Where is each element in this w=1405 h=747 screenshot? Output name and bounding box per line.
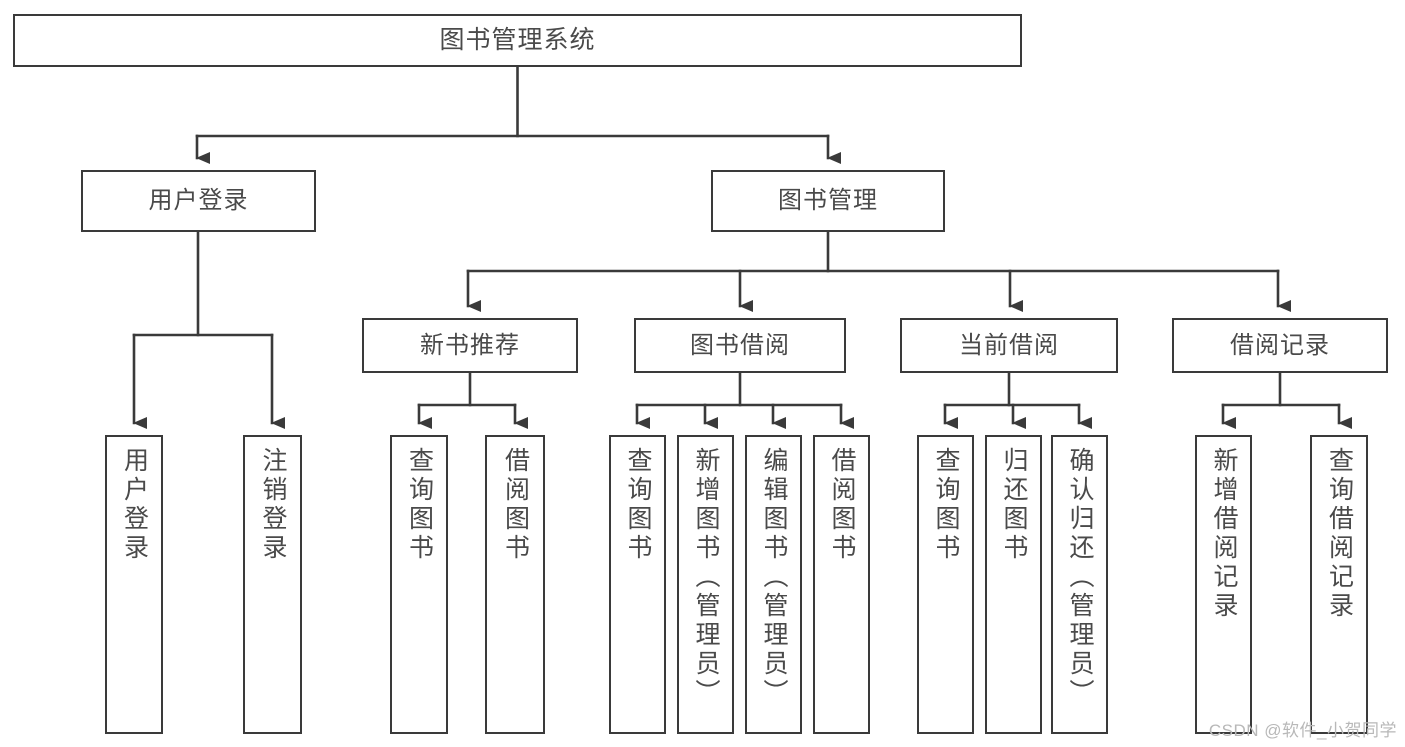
watermark: CSDN @软件_小贺同学	[1208, 721, 1397, 740]
leaf-add-book[interactable]: 新增图书（管理员）	[677, 435, 734, 734]
leaf-borrow-book-1-label: 借阅图书	[501, 447, 530, 563]
node-borrow-record-label: 借阅记录	[1230, 331, 1330, 359]
leaf-add-book-label: 新增图书（管理员）	[692, 447, 720, 708]
node-user-login[interactable]: 用户登录	[81, 170, 316, 232]
node-book-manage[interactable]: 图书管理	[711, 170, 945, 232]
node-new-book-recommend-label: 新书推荐	[420, 331, 520, 359]
leaf-query-book-2-label: 查询图书	[624, 447, 652, 563]
leaf-borrow-book-2-label: 借阅图书	[828, 447, 856, 563]
leaf-add-borrow-record-label: 新增借阅记录	[1210, 447, 1238, 621]
node-user-login-label: 用户登录	[148, 187, 249, 215]
leaf-return-book-label: 归还图书	[1000, 447, 1028, 563]
leaf-user-login[interactable]: 用户登录	[105, 435, 163, 734]
node-book-manage-label: 图书管理	[778, 187, 878, 215]
leaf-query-borrow-record-label: 查询借阅记录	[1325, 447, 1354, 621]
node-current-borrow[interactable]: 当前借阅	[900, 318, 1118, 373]
node-new-book-recommend[interactable]: 新书推荐	[362, 318, 578, 373]
leaf-query-book-3[interactable]: 查询图书	[917, 435, 974, 734]
leaf-borrow-book-2[interactable]: 借阅图书	[813, 435, 870, 734]
node-root-label: 图书管理系统	[439, 26, 596, 55]
node-book-borrow[interactable]: 图书借阅	[634, 318, 846, 373]
node-book-borrow-label: 图书借阅	[690, 331, 790, 359]
node-borrow-record[interactable]: 借阅记录	[1172, 318, 1388, 373]
leaf-query-book-2[interactable]: 查询图书	[609, 435, 666, 734]
leaf-borrow-book-1[interactable]: 借阅图书	[485, 435, 545, 734]
leaf-logout-label: 注销登录	[259, 447, 287, 563]
node-current-borrow-label: 当前借阅	[959, 331, 1059, 359]
leaf-edit-book-label: 编辑图书（管理员）	[760, 447, 788, 708]
leaf-query-book-3-label: 查询图书	[932, 447, 960, 563]
leaf-confirm-return[interactable]: 确认归还（管理员）	[1051, 435, 1108, 734]
leaf-return-book[interactable]: 归还图书	[985, 435, 1042, 734]
leaf-add-borrow-record[interactable]: 新增借阅记录	[1195, 435, 1252, 734]
leaf-logout[interactable]: 注销登录	[243, 435, 302, 734]
leaf-query-borrow-record[interactable]: 查询借阅记录	[1310, 435, 1368, 734]
leaf-user-login-label: 用户登录	[120, 447, 149, 563]
leaf-edit-book[interactable]: 编辑图书（管理员）	[745, 435, 802, 734]
node-root[interactable]: 图书管理系统	[13, 14, 1022, 67]
leaf-confirm-return-label: 确认归还（管理员）	[1066, 447, 1094, 708]
leaf-query-book-1-label: 查询图书	[405, 447, 434, 563]
leaf-query-book-1[interactable]: 查询图书	[390, 435, 448, 734]
